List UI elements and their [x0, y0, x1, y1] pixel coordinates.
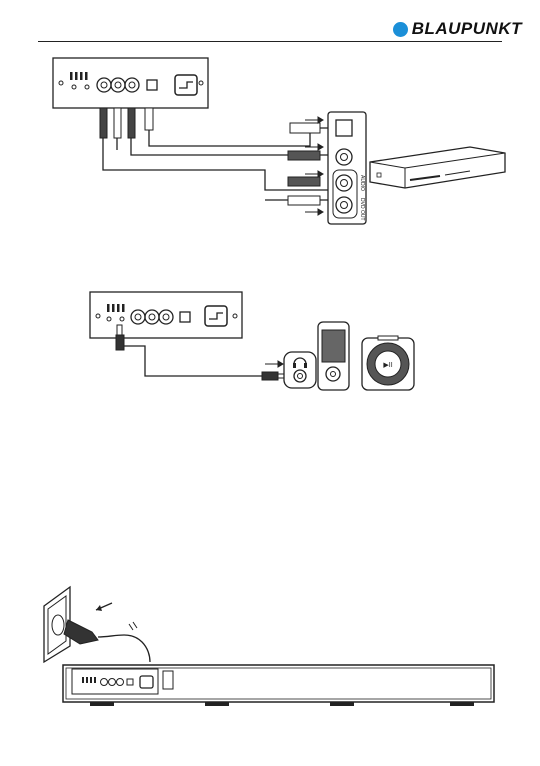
player-button-label: ▶II [383, 362, 392, 369]
brand-logo: BLAUPUNKT [393, 19, 522, 39]
figure-dvd-connection: AUDIO DVD OUT [0, 50, 540, 230]
cables-1 [103, 128, 330, 200]
media-player-square: ▶II [362, 336, 414, 390]
jack-label-dvd-out: DVD OUT [359, 198, 365, 221]
power-outlet-icon [44, 587, 70, 662]
plug-icon [64, 603, 150, 662]
arrow-icon [265, 361, 283, 367]
dvd-plugs [288, 123, 320, 205]
dvd-jack-panel: AUDIO DVD OUT [328, 112, 366, 224]
rear-panel-1 [53, 58, 208, 108]
soundbar [63, 665, 494, 706]
rca-plugs-1 [100, 108, 153, 138]
figure-power-connection [0, 580, 540, 710]
rear-panel-2 [90, 292, 242, 338]
figure-aux-connection: ▶II [0, 285, 540, 405]
brand-name: BLAUPUNKT [412, 19, 522, 39]
page-header: BLAUPUNKT [0, 0, 540, 42]
headphone-jack [284, 352, 316, 388]
dvd-player [370, 147, 505, 188]
jack-label-audio: AUDIO [359, 175, 365, 191]
header-divider [38, 41, 502, 42]
brand-dot-icon [393, 22, 408, 37]
media-player-tall [318, 322, 349, 390]
